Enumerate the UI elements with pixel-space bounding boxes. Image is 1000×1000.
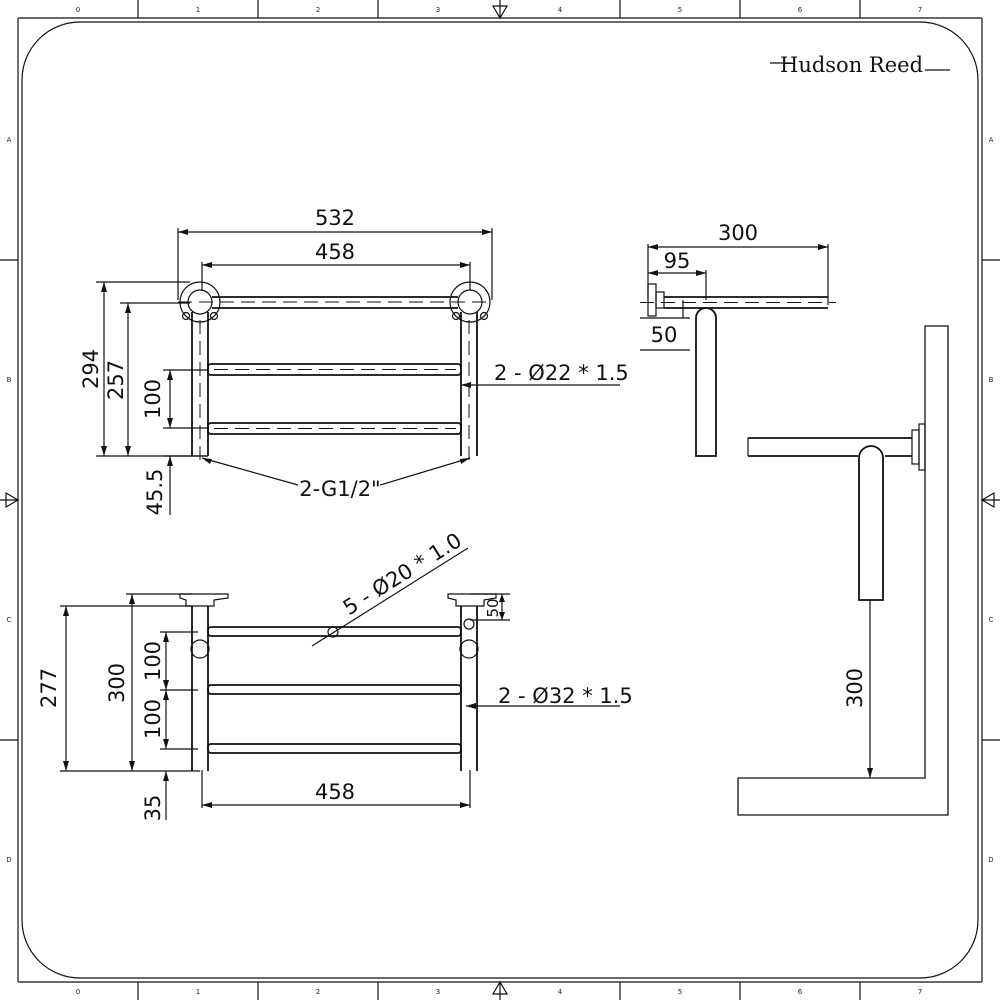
drop-label: 50 — [651, 323, 678, 347]
plan-view: 5 - Ø20 * 1.0 277 300 100 100 35 50 458 … — [37, 528, 633, 821]
depth-label: 277 — [37, 668, 61, 708]
col-label: 7 — [918, 988, 922, 996]
bar-offset-label: 95 — [664, 249, 691, 273]
connection-spec-label: 2-G1/2" — [299, 477, 380, 501]
overall-height-label: 294 — [79, 349, 103, 389]
col-label: 3 — [436, 6, 440, 14]
row-label: C — [7, 616, 12, 624]
shelf-rail-spec-label: 5 - Ø20 * 1.0 — [339, 528, 466, 620]
col-label: 0 — [76, 988, 80, 996]
col-label: 2 — [316, 6, 320, 14]
wall-projection-label: 300 — [843, 668, 867, 708]
side-view: 300 95 50 — [640, 221, 836, 457]
wall-view: 300 — [737, 325, 949, 816]
bracket-height-label: 50 — [484, 598, 502, 617]
row-label: D — [988, 856, 993, 864]
row-label: D — [6, 856, 11, 864]
column-labels-bottom: 0 1 2 3 4 5 6 7 — [76, 988, 922, 996]
overall-depth-label: 300 — [105, 663, 129, 703]
col-label: 1 — [196, 988, 200, 996]
row-label: C — [989, 616, 994, 624]
centres-width-label: 458 — [315, 240, 355, 264]
front-view: 532 458 294 257 100 45.5 2 - Ø22 * 1.5 2… — [79, 206, 629, 515]
brand-logo: Hudson Reed — [770, 53, 950, 77]
centres-height-label: 257 — [104, 360, 128, 400]
rounded-inner-border — [21, 21, 979, 979]
inlet-offset-label: 45.5 — [143, 469, 167, 516]
col-label: 1 — [196, 6, 200, 14]
row-label: B — [989, 376, 994, 384]
col-label: 3 — [436, 988, 440, 996]
col-label: 5 — [678, 6, 682, 14]
brand-name: Hudson Reed — [780, 53, 923, 77]
column-labels-top: 0 1 2 3 4 5 6 7 — [76, 6, 922, 14]
projection-label: 300 — [718, 221, 758, 245]
col-label: 6 — [798, 6, 803, 14]
col-label: 6 — [798, 988, 803, 996]
plan-width-label: 458 — [315, 780, 355, 804]
col-label: 5 — [678, 988, 682, 996]
overall-width-label: 532 — [315, 206, 355, 230]
spacing-2-label: 100 — [141, 699, 165, 739]
row-label: A — [989, 136, 994, 144]
col-label: 4 — [558, 988, 563, 996]
row-label: B — [7, 376, 12, 384]
row-labels: A B C D A B C D — [6, 136, 993, 864]
rail-spec-label: 2 - Ø22 * 1.5 — [494, 361, 629, 385]
col-label: 7 — [918, 6, 922, 14]
col-label: 2 — [316, 988, 320, 996]
col-label: 4 — [558, 6, 563, 14]
col-label: 0 — [76, 6, 80, 14]
rail-spacing-label: 100 — [141, 379, 165, 419]
row-label: A — [7, 136, 12, 144]
bar-spec-label: 2 - Ø32 * 1.5 — [498, 684, 633, 708]
end-offset-label: 35 — [141, 795, 165, 822]
wall-section — [737, 325, 949, 816]
spacing-1-label: 100 — [141, 641, 165, 681]
